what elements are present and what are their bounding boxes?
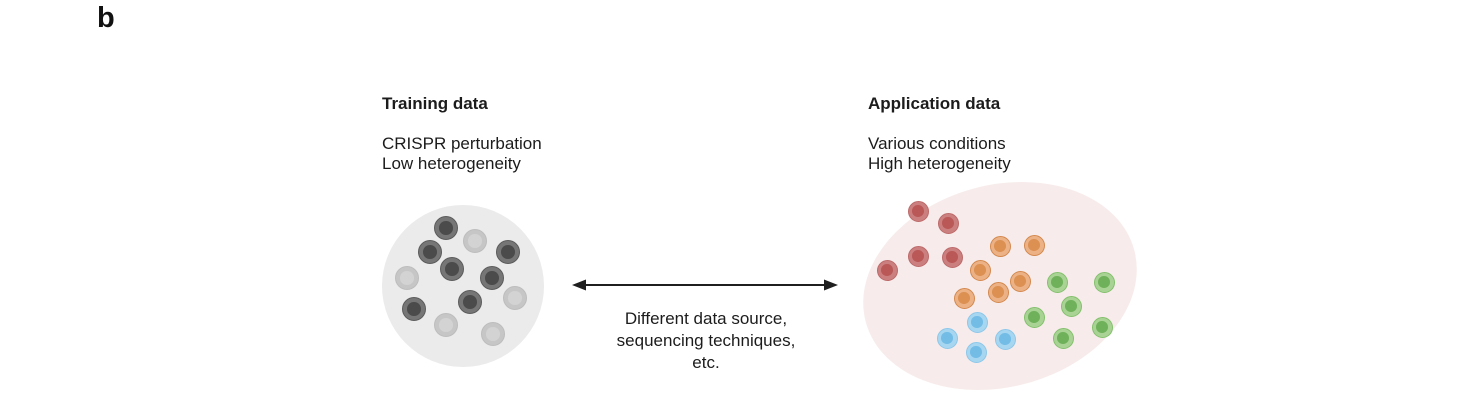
dark-cell <box>458 290 482 314</box>
green-cell <box>1046 271 1068 293</box>
cell-nucleus <box>1028 239 1040 251</box>
training-data-subtitle: CRISPR perturbation Low heterogeneity <box>382 134 542 173</box>
cell-nucleus <box>958 292 970 304</box>
cell-nucleus <box>1096 321 1108 333</box>
red-cell <box>941 246 963 268</box>
cell-nucleus <box>423 245 437 259</box>
red-cell <box>876 259 898 281</box>
cell-nucleus <box>486 327 500 341</box>
cell-nucleus <box>1065 300 1077 312</box>
blue-cell <box>966 311 988 333</box>
green-cell <box>1060 295 1082 317</box>
cell-nucleus <box>946 251 958 263</box>
cell-nucleus <box>1051 276 1063 288</box>
dark-cell <box>434 216 458 240</box>
cell-nucleus <box>485 271 499 285</box>
panel-label: b <box>97 2 115 34</box>
orange-cell <box>989 235 1011 257</box>
red-cell <box>907 245 929 267</box>
dark-cell <box>496 240 520 264</box>
application-data-subtitle: Various conditions High heterogeneity <box>868 134 1011 173</box>
orange-cell <box>1023 234 1045 256</box>
orange-cell <box>969 259 991 281</box>
cell-nucleus <box>501 245 515 259</box>
cell-nucleus <box>1028 311 1040 323</box>
cell-nucleus <box>1098 276 1110 288</box>
orange-cell <box>987 281 1009 303</box>
cell-nucleus <box>400 271 414 285</box>
cell-nucleus <box>971 316 983 328</box>
cell-nucleus <box>407 302 421 316</box>
light-cell <box>395 266 419 290</box>
cell-nucleus <box>1057 332 1069 344</box>
cell-nucleus <box>1014 275 1026 287</box>
cell-nucleus <box>994 240 1006 252</box>
dark-cell <box>402 297 426 321</box>
cell-nucleus <box>439 221 453 235</box>
orange-cell <box>953 287 975 309</box>
arrow-label: Different data source, sequencing techni… <box>616 309 796 372</box>
cell-nucleus <box>912 250 924 262</box>
green-cell <box>1052 327 1074 349</box>
cell-nucleus <box>881 264 893 276</box>
orange-cell <box>1009 270 1031 292</box>
double-headed-arrow-icon <box>572 279 838 291</box>
dark-cell <box>418 240 442 264</box>
application-data-caption: Application data Various conditions High… <box>868 74 1011 194</box>
dark-cell <box>440 257 464 281</box>
green-cell <box>1093 271 1115 293</box>
cell-nucleus <box>508 291 522 305</box>
cell-nucleus <box>912 205 924 217</box>
blue-cell <box>965 341 987 363</box>
training-data-caption: Training data CRISPR perturbation Low he… <box>382 74 542 194</box>
cell-nucleus <box>468 234 482 248</box>
cell-nucleus <box>445 262 459 276</box>
cell-nucleus <box>941 332 953 344</box>
blue-cell <box>936 327 958 349</box>
cell-nucleus <box>992 286 1004 298</box>
light-cell <box>463 229 487 253</box>
light-cell <box>434 313 458 337</box>
cell-nucleus <box>463 295 477 309</box>
light-cell <box>481 322 505 346</box>
training-data-title: Training data <box>382 94 488 113</box>
green-cell <box>1023 306 1045 328</box>
dark-cell <box>480 266 504 290</box>
application-data-title: Application data <box>868 94 1001 113</box>
light-cell <box>503 286 527 310</box>
cell-nucleus <box>999 333 1011 345</box>
cell-nucleus <box>942 217 954 229</box>
cell-nucleus <box>439 318 453 332</box>
blue-cell <box>994 328 1016 350</box>
red-cell <box>907 200 929 222</box>
red-cell <box>937 212 959 234</box>
green-cell <box>1091 316 1113 338</box>
cell-nucleus <box>974 264 986 276</box>
cell-nucleus <box>970 346 982 358</box>
